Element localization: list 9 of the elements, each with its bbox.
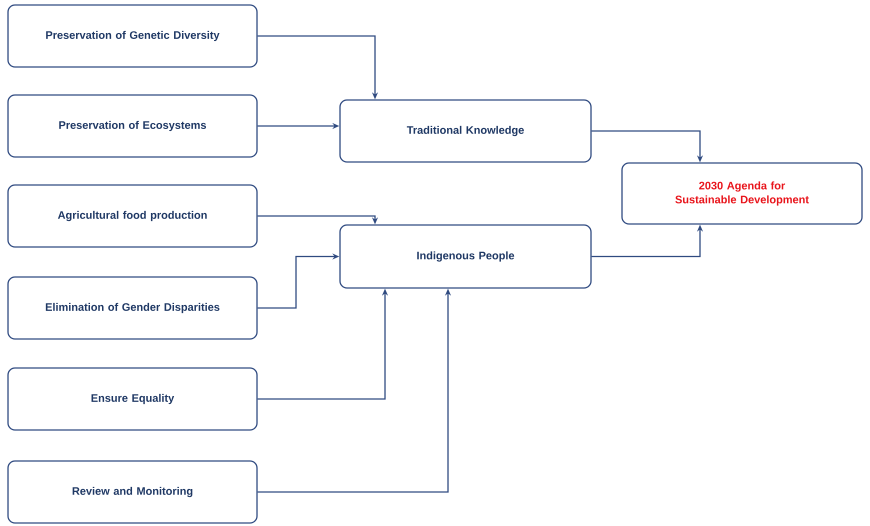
process-box: Preservation of Ecosystems xyxy=(7,94,258,158)
process-box: Traditional Knowledge xyxy=(339,99,592,163)
process-box: 2030 Agenda for Sustainable Development xyxy=(621,162,863,225)
process-box: Preservation of Genetic Diversity xyxy=(7,4,258,68)
process-box: Elimination of Gender Disparities xyxy=(7,276,258,340)
process-box: Agricultural food production xyxy=(7,184,258,248)
process-box: Ensure Equality xyxy=(7,367,258,431)
process-box: Indigenous People xyxy=(339,224,592,289)
process-box: Review and Monitoring xyxy=(7,460,258,524)
